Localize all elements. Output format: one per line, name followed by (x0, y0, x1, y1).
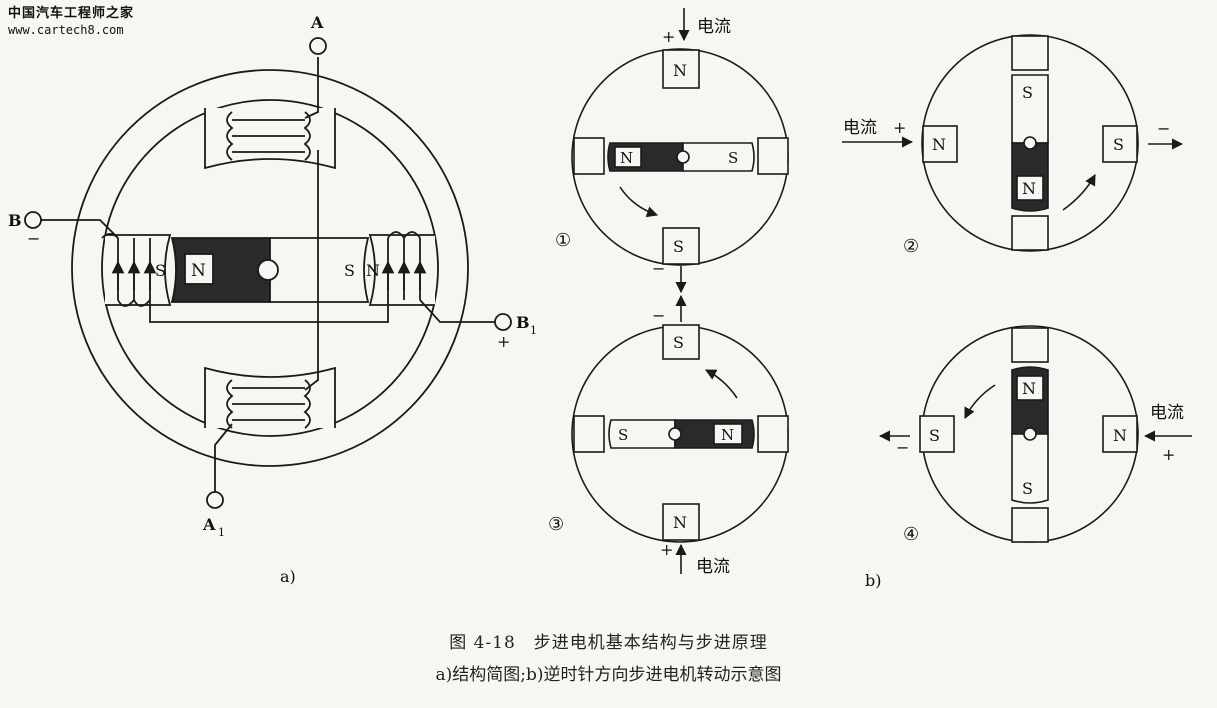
step-2-minus: − (1157, 119, 1170, 138)
step-4 (878, 325, 1192, 543)
terminal-b (24, 211, 42, 229)
step-1-number: ① (555, 230, 571, 251)
figure-a-sublabel: a) (280, 567, 296, 586)
step-3 (571, 266, 789, 574)
step-2-number: ② (903, 236, 919, 257)
label-terminal-a1-sub: 1 (218, 526, 225, 539)
rotor-a (170, 237, 370, 303)
step-3-minus: − (652, 306, 665, 325)
label-right-pole: N (366, 261, 380, 280)
figure-b-steps (571, 8, 1192, 574)
step-3-top-pole: S (673, 333, 684, 352)
stator-outer-ring (71, 69, 469, 467)
label-terminal-a1: A (202, 515, 216, 534)
step-2-right-pole: S (1113, 135, 1124, 154)
terminal-a (309, 37, 327, 55)
step-1-rotor-left: N (620, 149, 633, 167)
figure-b-labels: + 电流 N S N S ① − 电流 + N S − S N ② − S N … (548, 17, 1184, 590)
watermark-site-name: 中国汽车工程师之家 (8, 6, 135, 21)
top-stator-pole (204, 108, 336, 170)
watermark: 中国汽车工程师之家 www.cartech8.com (8, 6, 134, 38)
step-3-plus: + (660, 540, 673, 559)
step-1-bottom-pole: S (673, 237, 684, 256)
step-2-rotor-top: S (1022, 83, 1033, 102)
right-stator-pole (368, 231, 435, 306)
step-2-plus: + (893, 118, 906, 137)
step-1-rotor-right: S (728, 149, 738, 167)
step-3-number: ③ (548, 514, 564, 535)
step-4-minus: − (896, 438, 909, 457)
step-3-rotor-left: S (618, 426, 628, 444)
label-rotor-north: N (191, 261, 206, 281)
bottom-stator-pole (204, 366, 336, 429)
step-4-current-label: 电流 (1150, 403, 1184, 423)
step-2-rotor-bottom: N (1022, 179, 1036, 198)
left-stator-pole (101, 233, 172, 307)
step-4-plus: + (1162, 445, 1175, 464)
label-rotor-south: S (344, 261, 355, 280)
step-4-rotor-top: N (1022, 379, 1036, 398)
figure-caption-subtitle: a)结构简图;b)逆时针方向步进电机转动示意图 (435, 665, 782, 685)
label-b-polarity: − (27, 229, 40, 248)
figure-a-labels: A A 1 B − B 1 + N S S N a) (8, 13, 537, 586)
step-3-current-label: 电流 (696, 557, 730, 577)
figure-b-sublabel: b) (865, 571, 881, 590)
step-3-rotor-right: N (721, 426, 734, 444)
figure-a-structure (24, 37, 512, 509)
step-4-number: ④ (903, 524, 919, 545)
step-1-top-pole: N (673, 61, 687, 80)
label-terminal-a: A (310, 13, 324, 32)
step-1-minus: − (652, 259, 665, 278)
step-1-current-label: 电流 (697, 17, 731, 37)
step-2-left-pole: N (932, 135, 946, 154)
winding-wires (40, 57, 495, 495)
label-b1-polarity: + (497, 332, 510, 351)
step-1-plus: + (662, 27, 675, 46)
step-4-rotor-bottom: S (1022, 479, 1033, 498)
terminal-b1 (494, 313, 512, 331)
figure-caption-title: 图 4-18 步进电机基本结构与步进原理 (449, 633, 768, 653)
step-2-current-label: 电流 (843, 118, 877, 138)
label-terminal-b1: B (516, 313, 530, 332)
label-left-pole: S (155, 261, 166, 280)
step-4-left-pole: S (929, 426, 940, 445)
stator-inner-ring (101, 99, 439, 437)
step-4-right-pole: N (1113, 426, 1127, 445)
watermark-url: www.cartech8.com (8, 23, 124, 37)
terminal-a1 (206, 491, 224, 509)
label-terminal-b1-sub: 1 (530, 324, 537, 337)
label-terminal-b: B (8, 211, 22, 230)
step-1 (571, 8, 789, 266)
step-3-bottom-pole: N (673, 513, 687, 532)
step-2 (842, 34, 1184, 252)
